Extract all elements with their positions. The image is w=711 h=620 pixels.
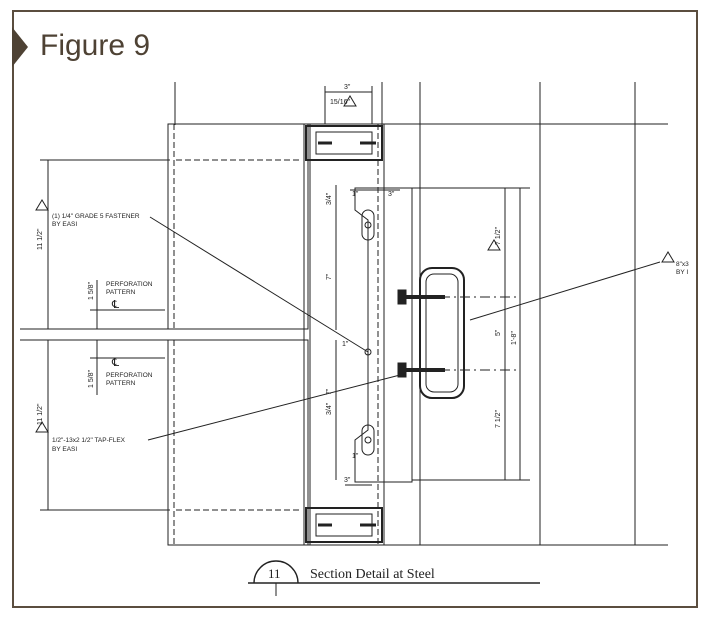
lower-fastener — [364, 436, 372, 444]
fastener-leader — [149, 216, 369, 353]
steel-tube — [419, 267, 465, 399]
dim-slot-gap-top: 1" — [352, 191, 359, 198]
dim-slot-lower-gap: 1" — [352, 453, 359, 460]
dim-top-width: 3" — [344, 84, 351, 91]
slotted-clip-plate — [354, 187, 413, 483]
revision-triangle — [487, 239, 501, 251]
tap-flex-callout-line1: 1/2"-13x2 1/2" TAP-FLEX — [52, 437, 126, 444]
fastener-callout-line2: BY EASI — [52, 221, 77, 228]
perf-bottom-line2: PATTERN — [106, 380, 136, 387]
upper-fastener — [364, 221, 372, 229]
dim-right-upper: 7 1/2" — [495, 226, 502, 245]
tube-callout-line2: BY I — [676, 269, 688, 276]
upper-panel — [167, 123, 309, 330]
lower-bolt-head — [397, 362, 407, 378]
dim-left-lower: 11 1/2" — [37, 403, 44, 425]
top-bracket — [305, 125, 383, 161]
revision-triangle — [35, 199, 49, 211]
caption-title: Section Detail at Steel — [310, 567, 435, 582]
dim-perf-upper: 1 5/8" — [88, 281, 95, 300]
dim-slot-width-top: 3" — [388, 191, 395, 198]
centerline-symbol-bottom: ℄ — [111, 357, 119, 369]
caption-number: 11 — [268, 566, 281, 581]
dim-center-gap: 1" — [342, 341, 349, 348]
figure-tab-marker — [12, 27, 28, 67]
tube-callout-line1: 8"x3 — [676, 261, 689, 268]
perf-top-line2: PATTERN — [106, 289, 136, 296]
lower-panel — [167, 339, 309, 546]
upper-bolt-head — [397, 289, 407, 305]
caption-bubble — [253, 560, 299, 584]
vertical-mullion — [303, 123, 385, 546]
lower-slot — [361, 424, 375, 456]
dim-top-sub: 15/16" — [330, 99, 351, 106]
detail-caption: 11 Section Detail at Steel — [248, 560, 540, 596]
revision-triangle — [35, 421, 49, 433]
steel-tube-inner — [425, 273, 459, 393]
centerline-symbol-top: ℄ — [111, 299, 119, 311]
dim-slot-lower-height: 3/4" — [326, 402, 333, 415]
fastener-callout-line1: (1) 1/4" GRADE 5 FASTENER — [52, 213, 140, 220]
tube-leader — [469, 261, 661, 321]
dim-slot-lower-mid: 7" — [326, 388, 333, 395]
bottom-bracket — [305, 507, 383, 543]
tap-flex-leader — [147, 374, 401, 441]
dim-right-lower: 7 1/2" — [495, 409, 502, 428]
perf-bottom-line1: PERFORATION — [106, 372, 153, 379]
revision-triangle — [343, 95, 357, 107]
upper-slot — [361, 209, 375, 241]
dim-slot-upper-height: 3/4" — [326, 192, 333, 205]
dim-left-upper: 11 1/2" — [37, 228, 44, 250]
dim-slot-upper-mid: 7" — [326, 273, 333, 280]
center-fastener — [364, 348, 372, 356]
dim-right-overall: 1'-8" — [511, 331, 518, 345]
dim-bottom-width: 3" — [344, 477, 351, 484]
tap-flex-callout-line2: BY EASI — [52, 446, 77, 453]
figure-title: Figure 9 — [40, 29, 151, 62]
perf-top-line1: PERFORATION — [106, 281, 153, 288]
revision-triangle — [661, 251, 675, 263]
dim-right-center: 5" — [495, 329, 502, 336]
dim-perf-lower: 1 5/8" — [88, 369, 95, 388]
